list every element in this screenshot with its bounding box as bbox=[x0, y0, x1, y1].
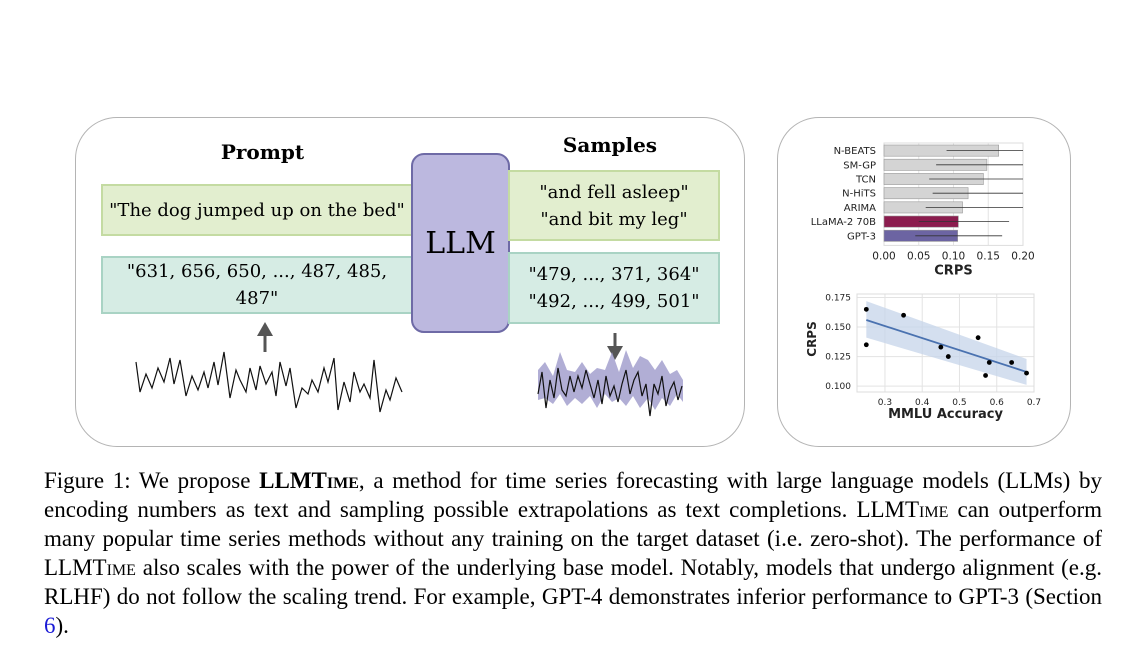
caption-part-2: can outperform many popular time series … bbox=[44, 497, 1102, 551]
scatter-point bbox=[945, 354, 951, 359]
sample-series-line bbox=[537, 367, 683, 417]
crps-bar-label: N-BEATS bbox=[834, 146, 876, 157]
bar-x-tick-label: 0.10 bbox=[942, 250, 965, 262]
prompt-numbers-box: "631, 656, 650, ..., 487, 485, 487" bbox=[101, 256, 413, 314]
caption-method-name-3: LLMTime bbox=[44, 555, 136, 580]
scatter-y-tick-label: 0.175 bbox=[825, 294, 851, 304]
scatter-y-tick-label: 0.125 bbox=[825, 353, 851, 363]
crps-bar-label: N-HiTS bbox=[842, 189, 876, 200]
crps-bar-label: LLaMA-2 70B bbox=[811, 217, 876, 228]
prompt-text: "The dog jumped up on the bed" bbox=[109, 199, 405, 221]
bar-x-tick-label: 0.05 bbox=[907, 250, 930, 262]
down-arrow-icon bbox=[607, 333, 623, 360]
scatter-point bbox=[938, 344, 944, 350]
crps-bar-chart: N-BEATS SM-GP TCN N-HiTS ARIMA LLaMA-2 70B GPT… bbox=[811, 142, 1035, 278]
diagram-graphics bbox=[135, 322, 683, 417]
prompt-heading: Prompt bbox=[220, 140, 305, 164]
llm-label: LLM bbox=[425, 225, 496, 261]
sample-numbers-box: "479, ..., 371, 364" "492, ..., 499, 501… bbox=[508, 252, 720, 324]
caption-method-name-2: LLMTime bbox=[856, 497, 949, 522]
caption-part-4: ). bbox=[55, 613, 69, 638]
bar-x-tick-label: 0.20 bbox=[1011, 250, 1034, 262]
fit-line bbox=[866, 319, 1027, 373]
bar-x-tick-label: 0.15 bbox=[977, 250, 1000, 262]
input-series-line bbox=[135, 351, 403, 413]
scatter-point bbox=[1024, 370, 1029, 376]
sample-numbers-1: "479, ..., 371, 364" bbox=[528, 264, 700, 285]
scatter-point bbox=[1009, 360, 1015, 365]
crps-bar-label: ARIMA bbox=[844, 203, 876, 214]
prompt-numbers: "631, 656, 650, ..., 487, 485, 487" bbox=[126, 261, 388, 309]
scatter-y-tick-label: 0.150 bbox=[825, 323, 851, 333]
crps-bar-label: GPT-3 bbox=[847, 231, 876, 242]
scatter-plot-frame bbox=[856, 293, 1035, 393]
sample-numbers-2: "492, ..., 499, 501" bbox=[528, 291, 700, 312]
caption-part-1: , a method for time series forecasting w… bbox=[44, 468, 1102, 522]
scatter-x-tick-label: 0.3 bbox=[878, 398, 892, 408]
scatter-point bbox=[901, 312, 906, 318]
scatter-x-tick-label: 0.5 bbox=[952, 398, 966, 408]
sample-text-box: "and fell asleep" "and bit my leg" bbox=[508, 170, 720, 241]
bar-x-axis-label: CRPS bbox=[934, 263, 972, 278]
caption-method-name: LLMTime bbox=[259, 468, 359, 493]
scatter-y-tick-label: 0.100 bbox=[825, 382, 851, 392]
crps-bar-label: TCN bbox=[855, 175, 876, 186]
sample-uncertainty-band bbox=[538, 350, 683, 410]
caption-part-3: also scales with the power of the underl… bbox=[44, 555, 1102, 609]
scatter-point bbox=[983, 373, 988, 378]
sample-text-2: "and bit my leg" bbox=[540, 208, 688, 230]
scatter-point bbox=[863, 342, 869, 348]
samples-heading: Samples bbox=[562, 133, 658, 157]
scatter-point bbox=[986, 360, 992, 365]
fit-confidence-band bbox=[866, 301, 1027, 385]
up-arrow-icon bbox=[257, 322, 273, 352]
scatter-x-tick-label: 0.4 bbox=[915, 398, 930, 408]
scatter-x-tick-label: 0.7 bbox=[1027, 398, 1041, 408]
crps-bar-label: SM-GP bbox=[843, 160, 876, 171]
scatter-x-axis-label: MMLU Accuracy bbox=[888, 407, 1003, 422]
mmlu-scatter-chart: 0.3 0.4 0.5 0.6 0.7 0.100 0.125 0.150 0.175MMLU … bbox=[805, 293, 1041, 422]
figure-caption: Figure 1: We propose LLMTime, a method f… bbox=[44, 466, 1102, 640]
llm-block: LLM bbox=[411, 153, 510, 333]
scatter-x-tick-label: 0.6 bbox=[990, 398, 1005, 408]
scatter-point bbox=[863, 306, 869, 312]
scatter-point bbox=[975, 335, 981, 341]
sample-text-1: "and fell asleep" bbox=[539, 181, 689, 203]
bar-x-tick-label: 0.00 bbox=[872, 250, 895, 262]
section-ref-link[interactable]: 6 bbox=[44, 613, 56, 638]
caption-lead: Figure 1: We propose bbox=[44, 468, 260, 493]
scatter-y-axis-label: CRPS bbox=[805, 321, 819, 356]
